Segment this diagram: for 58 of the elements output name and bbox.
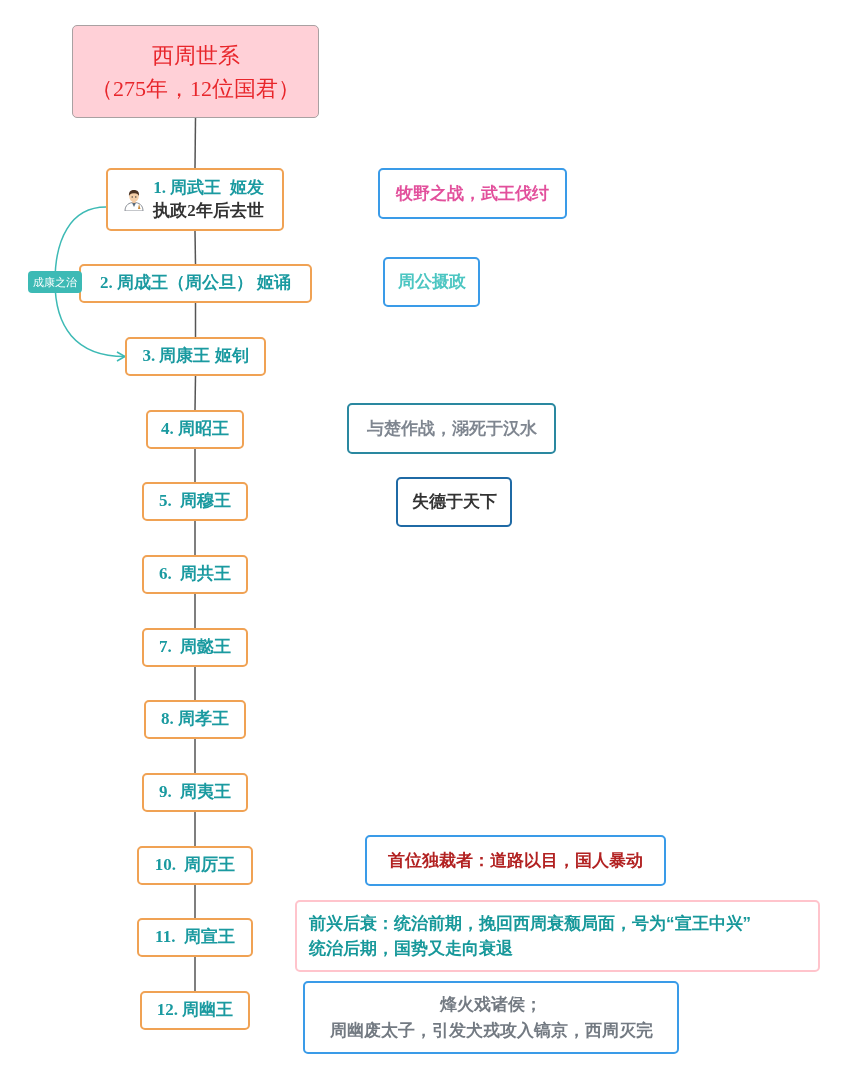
note-text: 周公摄政 — [397, 271, 466, 294]
king-name: 8. 周孝王 — [161, 708, 229, 731]
king-name: 12. 周幽王 — [156, 999, 234, 1022]
connector-line — [194, 811, 196, 847]
king-box — [142, 628, 248, 667]
connector-line — [194, 738, 196, 774]
note-box — [378, 168, 567, 219]
reign-note: 执政2年后去世 — [153, 199, 264, 222]
note-text: 前兴后衰：统治前期，挽回西周衰颓局面，号为“宣王中兴” — [309, 912, 751, 935]
king-box — [79, 264, 312, 303]
note-text: 牧野之战，武王伐纣 — [396, 182, 549, 205]
note-text: 统治后期，国势又走向衰退 — [309, 938, 513, 960]
king-name: 7. 周懿王 — [158, 636, 232, 659]
note-box — [347, 403, 556, 454]
connector-line — [194, 666, 196, 701]
note-text: 与楚作战，溺死于汉水 — [366, 417, 537, 440]
note-text: 首位独裁者：道路以目，国人暴动 — [388, 849, 643, 872]
connector-line — [194, 302, 197, 338]
connector-line — [194, 956, 196, 992]
subtitle-text: （275年，12位国君） — [91, 74, 300, 103]
king-box — [140, 991, 250, 1030]
king-name: 4. 周昭王 — [161, 418, 229, 441]
connector-line — [194, 520, 196, 556]
king-box — [142, 773, 248, 812]
note-text: 烽火戏诸侯； — [440, 994, 542, 1016]
king-name: 6. 周共王 — [158, 563, 232, 586]
connector-line — [194, 230, 197, 265]
connector-line — [194, 448, 196, 483]
king-box — [125, 337, 266, 376]
note-box — [365, 835, 666, 886]
king-name: 10. 周厉王 — [154, 854, 236, 877]
king-name: 9. 周夷王 — [158, 781, 232, 804]
title-box — [72, 25, 319, 118]
connector-line — [194, 375, 197, 411]
king-name: 11. 周宣王 — [155, 926, 235, 949]
king-box — [142, 482, 248, 521]
king-box — [106, 168, 284, 231]
king-box — [137, 918, 253, 957]
note-text: 周幽废太子，引发犬戎攻入镐京，西周灭完 — [329, 1019, 653, 1042]
note-box — [396, 477, 512, 527]
king-box — [146, 410, 244, 449]
king-name: 3. 周康王 姬钊 — [142, 345, 249, 368]
king-name: 1. 周武王 姬发 — [153, 177, 264, 200]
king-box — [144, 700, 246, 739]
curved-arrow — [54, 206, 126, 362]
note-box — [303, 981, 679, 1054]
king-box — [142, 555, 248, 594]
note-box — [383, 257, 480, 307]
king-box — [137, 846, 253, 885]
edge-label: 成康之治 — [28, 270, 82, 293]
king-name: 5. 周穆王 — [158, 490, 232, 513]
note-text: 失德于天下 — [411, 491, 497, 514]
connector-line — [194, 593, 196, 629]
title-text: 西周世系 — [151, 41, 240, 70]
king-name: 2. 周成王（周公旦） 姬诵 — [99, 272, 292, 295]
connector-line — [194, 884, 196, 919]
note-box — [295, 900, 820, 972]
connector-line — [194, 117, 197, 169]
